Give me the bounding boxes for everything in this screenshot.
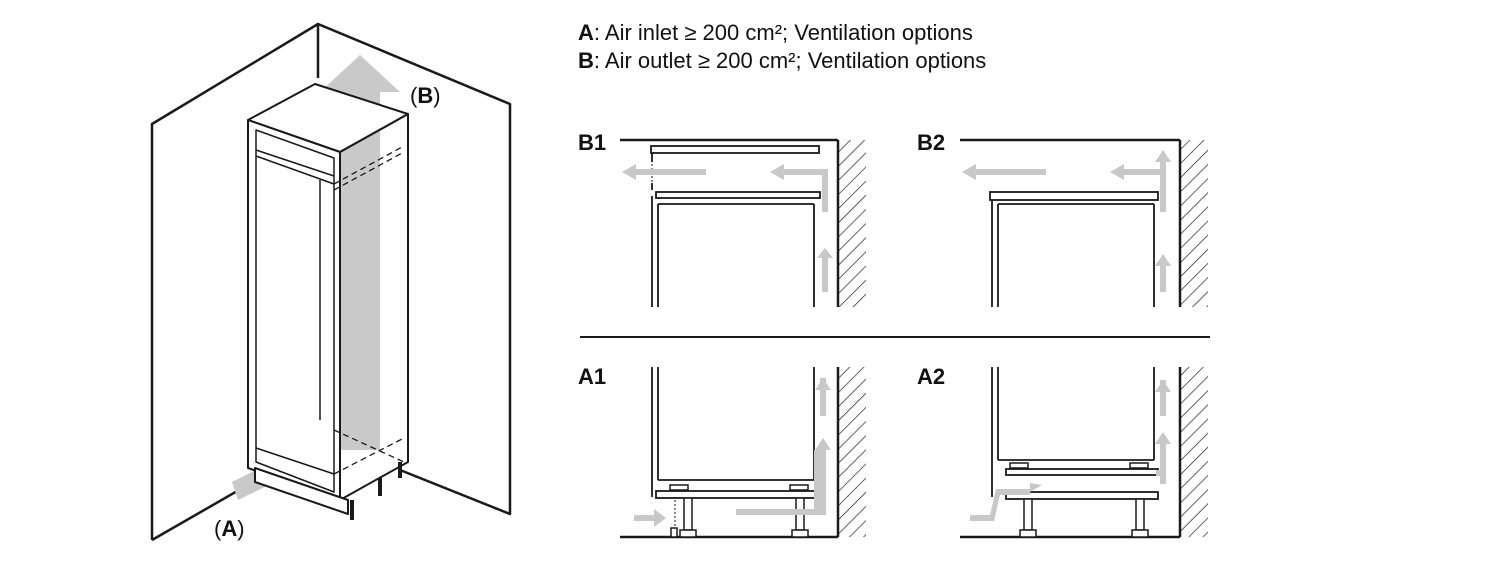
callout-a-open: ( bbox=[214, 516, 222, 541]
wall-left bbox=[150, 22, 320, 540]
legend-a-text: : Air inlet ≥ 200 cm²; Ventilation optio… bbox=[593, 20, 973, 45]
legend-a-key: A bbox=[578, 20, 594, 45]
callout-b-close: ) bbox=[433, 83, 441, 108]
panel-label-a2: A2 bbox=[917, 364, 946, 389]
callout-a-close: ) bbox=[237, 516, 245, 541]
legend-air-inlet: A: Air inlet ≥ 200 cm²; Ventilation opti… bbox=[578, 20, 973, 46]
legend-b-text: : Air outlet ≥ 200 cm²; Ventilation opti… bbox=[593, 48, 987, 73]
panel-a1-drawing bbox=[620, 367, 866, 539]
callout-b-open: ( bbox=[410, 83, 418, 108]
wall-floor-left bbox=[151, 484, 247, 542]
panel-label-b1: B1 bbox=[578, 130, 607, 155]
cabinet-illustration bbox=[150, 22, 512, 542]
callout-b-letter: B bbox=[417, 83, 434, 108]
panel-b2-drawing bbox=[960, 138, 1208, 307]
callout-a: (A) bbox=[214, 516, 245, 542]
callout-a-letter: A bbox=[221, 516, 238, 541]
panel-b1-drawing bbox=[620, 138, 866, 307]
callout-b: (B) bbox=[410, 83, 441, 109]
wall-right bbox=[317, 22, 512, 516]
legend-b-key: B bbox=[578, 48, 594, 73]
legend-air-outlet: B: Air outlet ≥ 200 cm²; Ventilation opt… bbox=[578, 48, 986, 74]
panel-a2-drawing bbox=[960, 367, 1208, 539]
panel-label-b2: B2 bbox=[917, 130, 946, 155]
panel-label-a1: A1 bbox=[578, 364, 607, 389]
cabinet-body bbox=[247, 83, 409, 520]
